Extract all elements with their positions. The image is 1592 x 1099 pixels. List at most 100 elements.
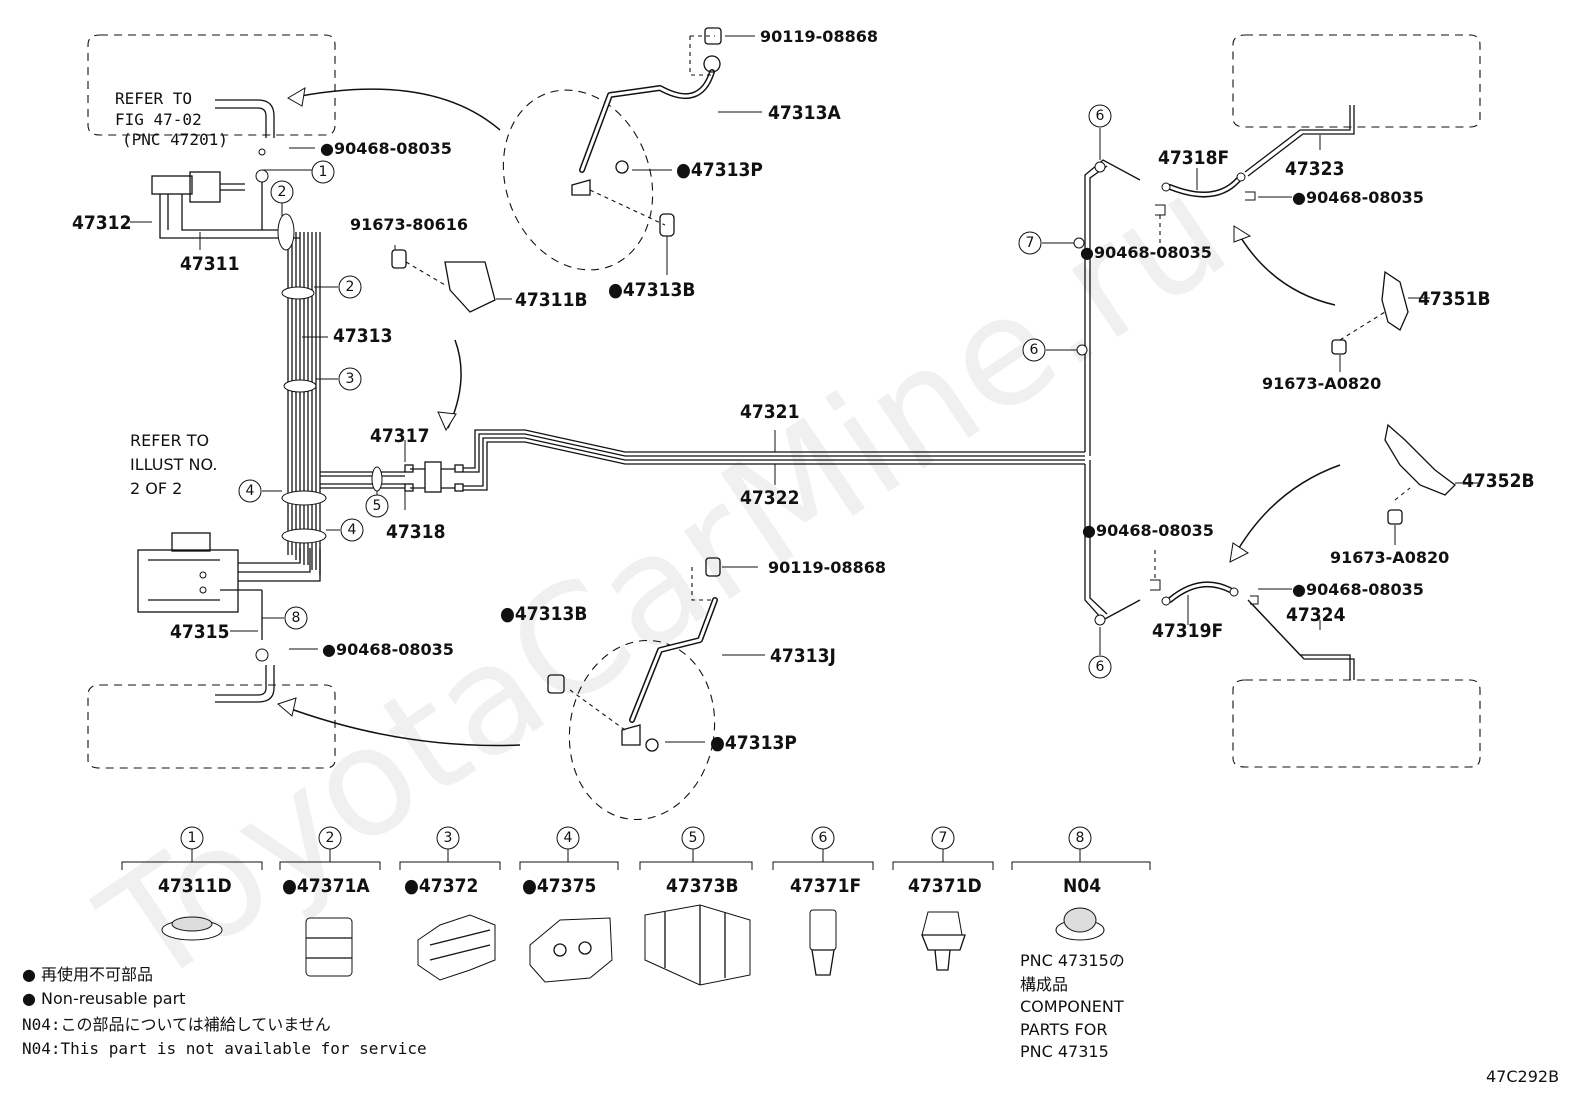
label-47318F: 47318F	[1158, 147, 1229, 169]
label-47321: 47321	[740, 401, 799, 423]
callout-6a: 6	[1088, 104, 1112, 128]
svg-text:6: 6	[819, 830, 828, 846]
label-90468-bottom-left: ●90468-08035	[322, 640, 454, 659]
svg-text:PARTS FOR: PARTS FOR	[1020, 1020, 1107, 1039]
callout-1: 1	[311, 160, 335, 184]
label-47313: 47313	[333, 325, 392, 347]
svg-text:7: 7	[1026, 235, 1035, 251]
legend-item-6: 6 47371F	[772, 826, 874, 976]
svg-text:3: 3	[444, 830, 453, 846]
flow-arrows	[277, 87, 1341, 747]
legend-item-3: 3 ●47372	[399, 826, 501, 981]
label-90468-right-top: ●90468-08035	[1292, 188, 1424, 207]
svg-text:2: 2	[346, 279, 355, 295]
svg-text:8: 8	[1076, 830, 1085, 846]
legend-item-5: 5 47373B	[639, 826, 753, 986]
front-hose-top	[502, 27, 722, 271]
master-cylinder-area	[137, 99, 464, 703]
main-lines-47321-47322	[463, 105, 1456, 680]
svg-text:4: 4	[348, 522, 357, 538]
tube-bundle-47313	[277, 213, 327, 575]
callout-2b: 2	[338, 275, 362, 299]
label-90468-right-lower: ●90468-08035	[1082, 521, 1214, 540]
svg-text:ILLUST NO.: ILLUST NO.	[130, 455, 217, 474]
label-47313A: 47313A	[768, 102, 841, 124]
label-47313B-top: ●47313B	[608, 279, 695, 301]
svg-text:47371D: 47371D	[908, 875, 982, 897]
svg-text:2: 2	[326, 830, 335, 846]
label-47313B-bottom: ●47313B	[500, 603, 587, 625]
svg-text:4: 4	[246, 483, 255, 499]
label-91673-A0820-top: 91673-A0820	[1262, 374, 1381, 393]
legend-item-2: 2 ●47371A	[279, 826, 381, 977]
clamp-4-icon	[529, 917, 613, 983]
bracket-47311B	[391, 249, 496, 313]
svg-text:3: 3	[346, 371, 355, 387]
label-90119-top: 90119-08868	[760, 27, 878, 46]
label-47319F: 47319F	[1152, 620, 1223, 642]
legend-item-7: 7 47371D	[892, 826, 994, 971]
callout-7: 7	[1018, 231, 1042, 255]
grommet-icon	[161, 916, 223, 941]
grommet-n04-icon	[1055, 907, 1105, 941]
clip-6-icon	[809, 909, 837, 976]
front-hose-bottom	[547, 557, 721, 821]
clamp-3-icon	[417, 914, 496, 981]
legend-item-1: 1 47311D	[121, 826, 263, 941]
label-47315: 47315	[170, 621, 229, 643]
callout-4b: 4	[340, 518, 364, 542]
refer-note-illust-2: REFER TO ILLUST NO. 2 OF 2	[130, 431, 217, 498]
callout-2a: 2	[270, 180, 294, 204]
svg-text:2 OF 2: 2 OF 2	[130, 479, 182, 498]
bolt-91673-A0820-bottom-icon	[1387, 509, 1403, 525]
svg-text:6: 6	[1096, 108, 1105, 124]
junction-47317	[320, 461, 464, 493]
svg-text:6: 6	[1030, 342, 1039, 358]
footnotes: ● 再使用不可部品 ● Non-reusable part N04:この部品につ…	[22, 965, 427, 1058]
svg-text:PNC 47315の: PNC 47315の	[1020, 951, 1125, 970]
footnote-non-reusable-jp: ● 再使用不可部品	[22, 965, 153, 984]
label-47322: 47322	[740, 487, 799, 509]
clamp-5-icon	[644, 904, 751, 986]
clip-7-icon	[921, 911, 966, 971]
label-47313P-bottom: ●47313P	[710, 732, 797, 754]
refer-note-fig-47-02: REFER TO FIG 47-02 (PNC 47201)	[115, 89, 228, 149]
svg-text:PNC 47315: PNC 47315	[1020, 1042, 1109, 1061]
svg-text:●47371A: ●47371A	[282, 875, 370, 897]
svg-text:7: 7	[939, 830, 948, 846]
label-47352B: 47352B	[1462, 470, 1535, 492]
label-47318: 47318	[386, 521, 445, 543]
svg-text:5: 5	[689, 830, 698, 846]
callout-5: 5	[365, 494, 389, 518]
label-90468-top-left: ●90468-08035	[320, 139, 452, 158]
component-note: PNC 47315の 構成品 COMPONENT PARTS FOR PNC 4…	[1020, 951, 1125, 1061]
svg-text:COMPONENT: COMPONENT	[1020, 997, 1124, 1016]
svg-text:●47372: ●47372	[404, 875, 478, 897]
wheel-frames	[87, 34, 1481, 769]
svg-text:4: 4	[564, 830, 573, 846]
callout-6c: 6	[1088, 655, 1112, 679]
legend: 1 47311D 2 ●47371A 3 ●47372 4 ●47375 5 4…	[121, 826, 1151, 986]
diagram-callouts: 1 2 2 3 4 4 5 8 6 7 6 6	[238, 104, 1112, 679]
svg-text:47311D: 47311D	[158, 875, 232, 897]
footnote-non-reusable-en: ● Non-reusable part	[22, 989, 185, 1008]
label-47323: 47323	[1285, 158, 1344, 180]
label-47351B: 47351B	[1418, 288, 1491, 310]
svg-text:●47375: ●47375	[522, 875, 596, 897]
label-90119-bottom: 90119-08868	[768, 558, 886, 577]
leader-lines	[130, 35, 1478, 743]
callout-6b: 6	[1022, 338, 1046, 362]
label-47313P-top: ●47313P	[676, 159, 763, 181]
label-90468-right-mid: ●90468-08035	[1080, 243, 1212, 262]
legend-item-4: 4 ●47375	[519, 826, 619, 983]
footnote-n04-jp: N04:この部品については補給していません	[22, 1015, 331, 1034]
label-90468-right-bottom: ●90468-08035	[1292, 580, 1424, 599]
svg-text:47373B: 47373B	[666, 875, 739, 897]
svg-text:1: 1	[188, 830, 197, 846]
label-47317: 47317	[370, 425, 429, 447]
svg-text:N04: N04	[1063, 875, 1101, 897]
footnote-n04-en: N04:This part is not available for servi…	[22, 1039, 427, 1058]
bolt-91673-A0820-top-icon	[1331, 339, 1347, 355]
svg-text:47371F: 47371F	[790, 875, 861, 897]
